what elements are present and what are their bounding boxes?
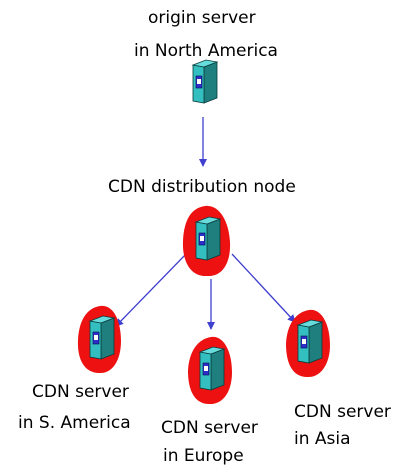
distribution-node-icon [182,205,231,277]
south-america-label-line2: in S. America [18,413,131,433]
europe-server-icon [188,336,232,405]
asia-label-line2: in Asia [294,429,351,449]
origin-server-icon [192,59,218,104]
europe-label-line2: in Europe [163,446,244,466]
europe-label-line1: CDN server [161,418,258,438]
asia-server-icon [286,309,330,378]
distribution-label: CDN distribution node [108,177,296,197]
south-america-server-icon [77,305,121,374]
south-america-label-line1: CDN server [32,382,129,402]
origin-label-line1: origin server [148,8,256,28]
origin-label-line2: in North America [134,41,278,61]
arrow-distribution-to-south-america [115,253,187,327]
asia-label-line1: CDN server [294,402,391,422]
arrow-distribution-to-asia [231,253,296,323]
